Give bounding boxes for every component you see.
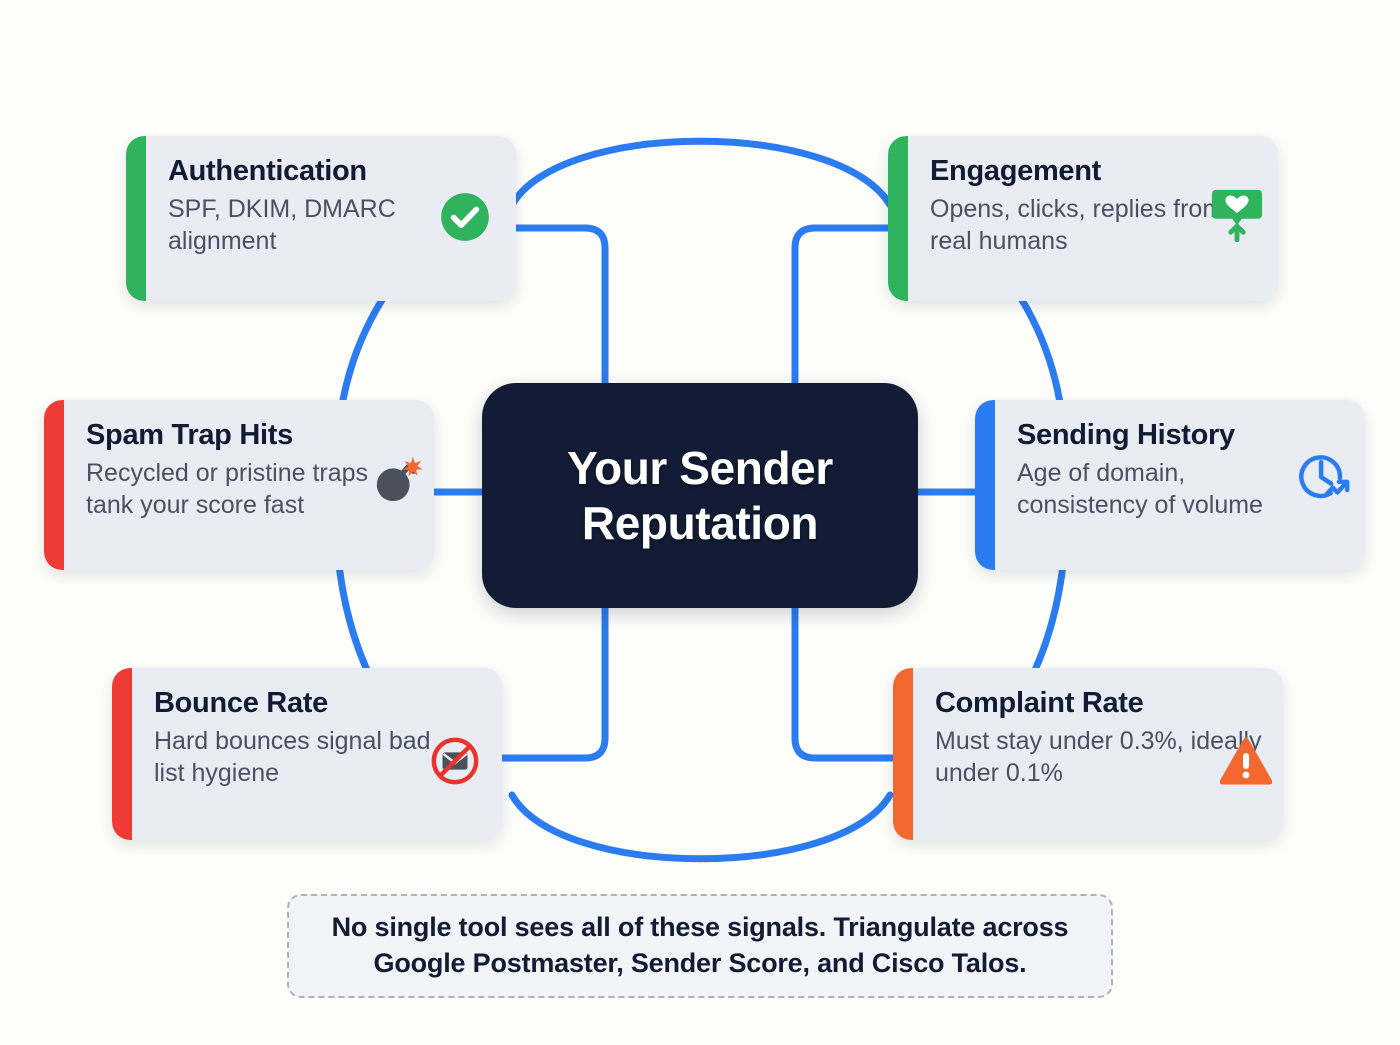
link-complaint-rate-to-hub — [791, 604, 897, 762]
card-body-spam-traps: Spam Trap Hits Recycled or pristine trap… — [64, 400, 434, 570]
card-body-engagement: Engagement Opens, clicks, replies from r… — [908, 136, 1278, 301]
card-title-engagement: Engagement — [930, 155, 1102, 187]
accent-bar-engagement — [888, 136, 908, 301]
link-authentication-to-hub — [512, 224, 609, 387]
signal-card-complaint-rate[interactable]: Complaint Rate Must stay under 0.3%, ide… — [893, 668, 1283, 840]
footnote-callout: No single tool sees all of these signals… — [287, 894, 1113, 998]
card-description-spam-traps: Recycled or pristine traps tank your sco… — [86, 459, 369, 520]
signal-card-bounce-rate[interactable]: Bounce Rate Hard bounces signal bad list… — [112, 668, 502, 840]
accent-bar-complaint-rate — [893, 668, 913, 840]
ring-arc-bottom — [508, 791, 894, 863]
check-circle-icon — [436, 188, 494, 246]
signal-card-authentication[interactable]: Authentication SPF, DKIM, DMARC alignmen… — [126, 136, 516, 301]
card-description-sending-history: Age of domain, consistency of volume — [1017, 459, 1263, 520]
card-body-bounce-rate: Bounce Rate Hard bounces signal bad list… — [132, 668, 502, 840]
no-email-icon — [426, 732, 484, 790]
signal-card-spam-traps[interactable]: Spam Trap Hits Recycled or pristine trap… — [44, 400, 434, 570]
link-engagement-to-hub — [791, 224, 892, 387]
card-body-sending-history: Sending History Age of domain, consisten… — [995, 400, 1365, 570]
heart-bubble-up-icon — [1208, 184, 1266, 242]
clock-trend-icon — [1295, 448, 1353, 506]
card-title-complaint-rate: Complaint Rate — [935, 687, 1144, 719]
card-title-sending-history: Sending History — [1017, 419, 1235, 451]
signal-card-sending-history[interactable]: Sending History Age of domain, consisten… — [975, 400, 1365, 570]
ring-arc-top — [508, 137, 894, 209]
warning-triangle-icon — [1217, 732, 1275, 790]
link-bounce-rate-to-hub — [498, 604, 609, 762]
accent-bar-bounce-rate — [112, 668, 132, 840]
footnote-line-2: Google Postmaster, Sender Score, and Cis… — [373, 948, 1027, 978]
hub-title-line-1: Your Sender — [567, 442, 833, 495]
card-body-authentication: Authentication SPF, DKIM, DMARC alignmen… — [146, 136, 516, 301]
card-title-spam-traps: Spam Trap Hits — [86, 419, 293, 451]
hub-title-line-2: Reputation — [581, 496, 819, 549]
hub-title: Your Sender Reputation — [567, 441, 833, 550]
card-description-authentication: SPF, DKIM, DMARC alignment — [168, 195, 396, 256]
central-hub-node: Your Sender Reputation — [482, 383, 918, 608]
signal-card-engagement[interactable]: Engagement Opens, clicks, replies from r… — [888, 136, 1278, 301]
bomb-icon — [368, 450, 426, 508]
card-description-engagement: Opens, clicks, replies from real humans — [930, 195, 1224, 256]
accent-bar-authentication — [126, 136, 146, 301]
footnote-line-1: No single tool sees all of these signals… — [331, 912, 1069, 943]
card-body-complaint-rate: Complaint Rate Must stay under 0.3%, ide… — [913, 668, 1283, 840]
card-description-bounce-rate: Hard bounces signal bad list hygiene — [154, 727, 431, 788]
accent-bar-sending-history — [975, 400, 995, 570]
card-title-authentication: Authentication — [168, 155, 367, 187]
card-title-bounce-rate: Bounce Rate — [154, 687, 328, 719]
card-description-complaint-rate: Must stay under 0.3%, ideally under 0.1% — [935, 727, 1262, 788]
accent-bar-spam-traps — [44, 400, 64, 570]
